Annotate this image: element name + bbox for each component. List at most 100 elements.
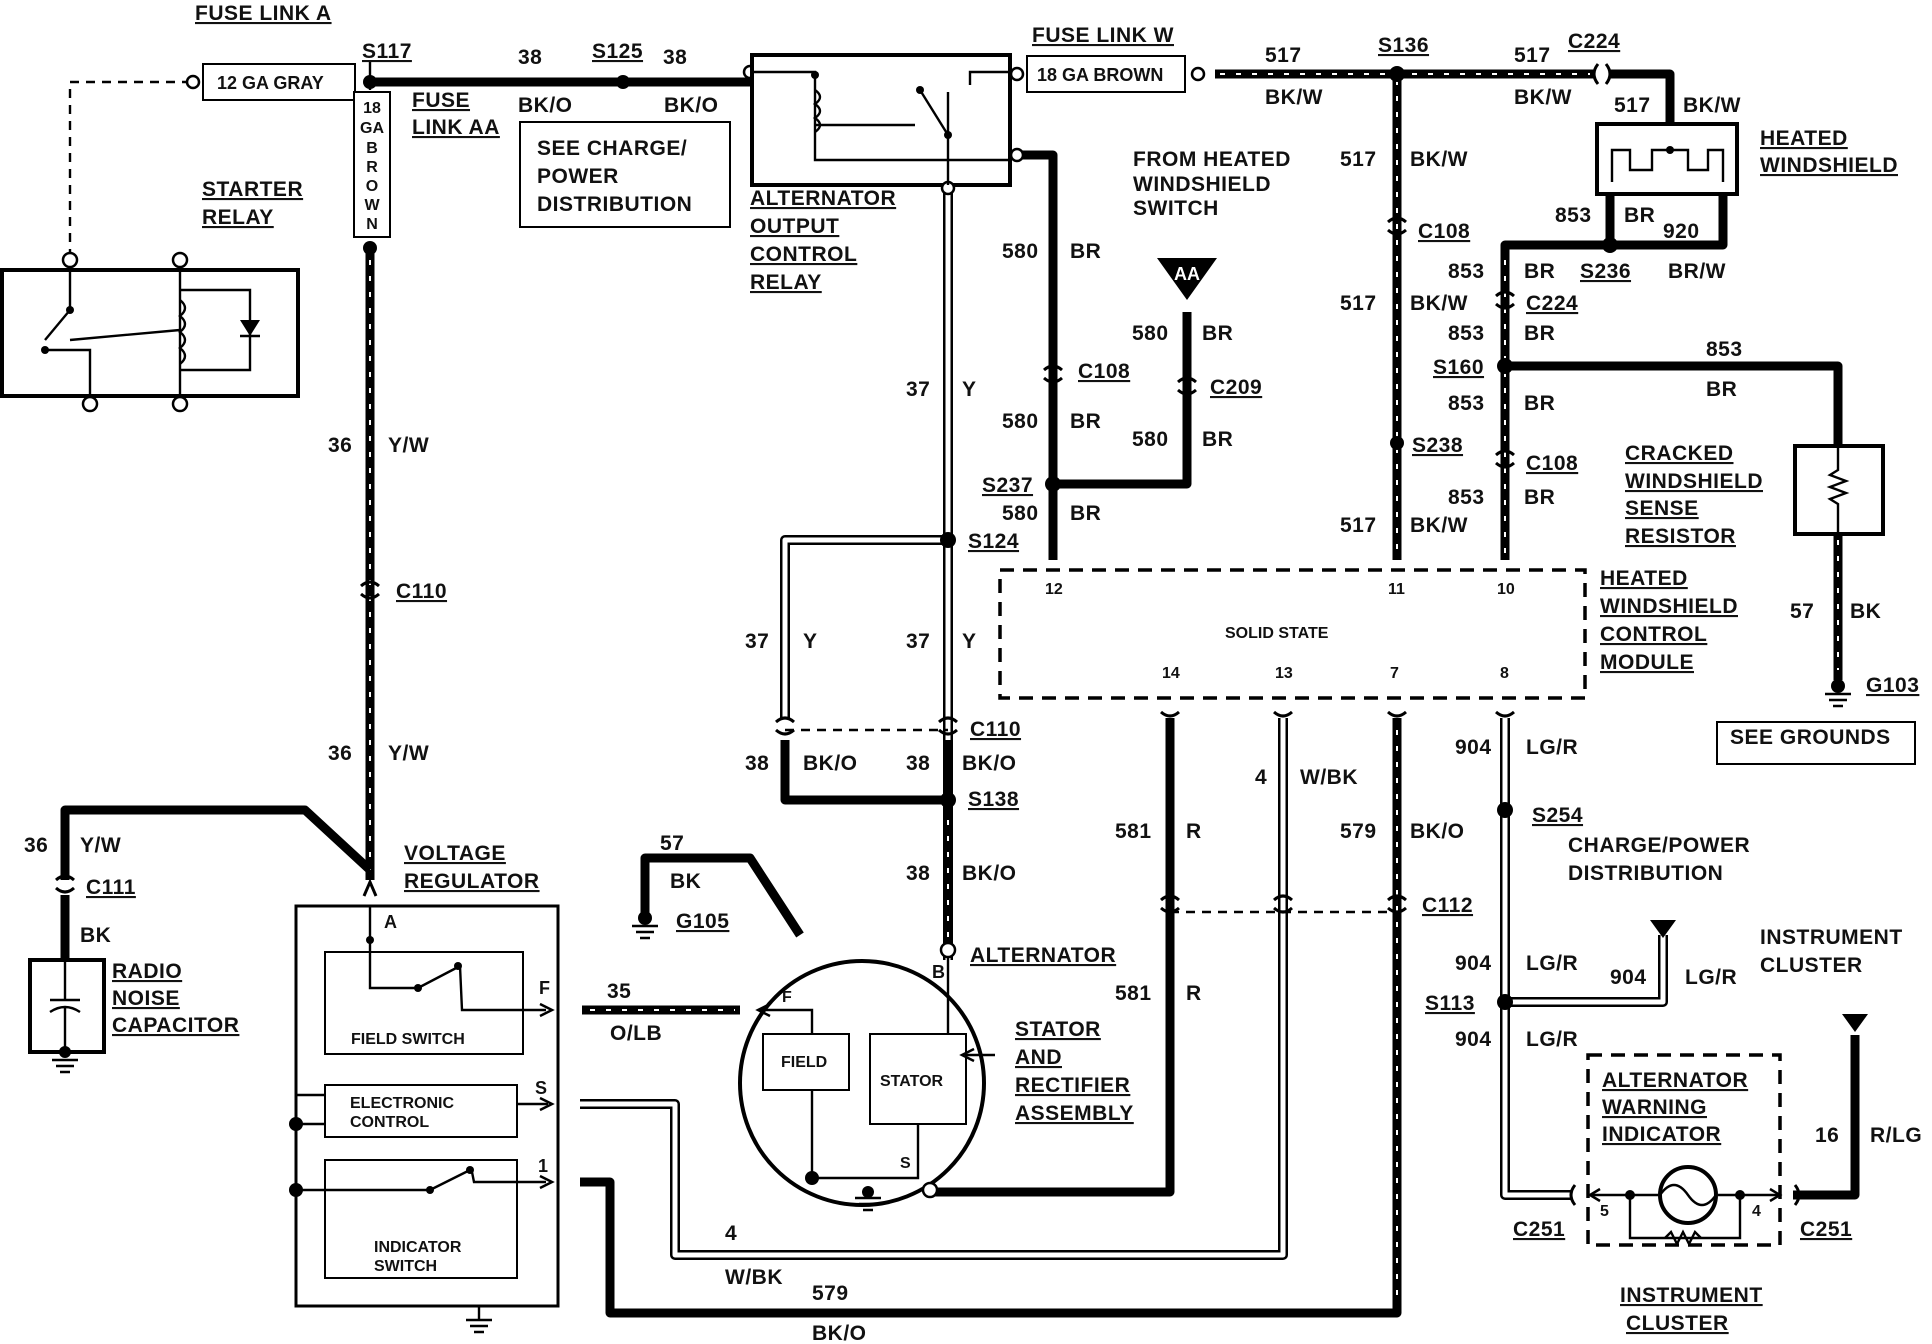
wire-label-circuit: 36 [328,434,352,457]
arrow-icon [755,1002,771,1018]
wire-label-color: Y/W [80,834,121,857]
wire-label-color: Y [962,630,977,653]
resistor-icon [1826,448,1850,532]
splice-s160-dot [1497,358,1513,374]
wire-853-resistor [1505,361,1843,448]
splice-s117: S117 [362,40,412,63]
wire-label-color: BK/O [1410,820,1465,843]
starter-relay-terminal [61,251,79,269]
alternator-s-terminal [921,1181,939,1199]
wire-label-color: BK/O [812,1322,867,1344]
wire-label-color: BR/W [1668,260,1726,283]
wire-label-color: BR [1524,260,1555,283]
wire-label-circuit: 36 [24,834,48,857]
top-row-labels: S117 38 BK/O S125 38 BK/O SEE CHARGE/ PO… [362,40,731,228]
starter-relay-label-2: RELAY [202,206,274,229]
module-label-1: HEATED [1600,567,1688,590]
wire-label-circuit: 16 [1815,1124,1839,1147]
field-box [762,1033,850,1091]
wire-label-color: BK/O [518,94,573,117]
wire-label-circuit: 579 [812,1282,849,1305]
radio-label-3: CAPACITOR [112,1014,239,1037]
wire-label-circuit: 517 [1340,514,1377,537]
relay-contact [811,71,819,79]
field-label: FIELD [781,1054,827,1071]
instrument-cluster-label-2: CLUSTER [1760,954,1863,977]
alternator-label: ALTERNATOR [970,944,1116,967]
vreg-node [454,962,462,970]
splice-s238-dot [1390,436,1404,450]
wire-label-color: W/BK [1300,766,1358,789]
indicator-switch-box [324,1159,518,1279]
c110-connector-icon [938,716,958,736]
resistor-icon [1664,1229,1702,1247]
connector-c251: C251 [1513,1218,1565,1241]
field-switch-label: FIELD SWITCH [351,1031,465,1048]
c224-connector-icon [1495,290,1515,310]
wire-label-color: BK [80,924,111,947]
wire-label-circuit: 853 [1706,338,1743,361]
charge-power-label-1: CHARGE/POWER [1568,834,1750,857]
stator-box [869,1033,967,1125]
wire-label-circuit: 4 [725,1222,737,1245]
fuse-link-aa-title-1: FUSE [412,89,470,112]
wire-label-color: BR [1524,486,1555,509]
arrow-icon [539,1174,555,1190]
circuit-37-38-section: 37 Y S124 37 Y 37 Y C110 38 BK/O 38 BK/O… [745,378,1021,885]
vreg-label-1: VOLTAGE [404,842,506,865]
c112-connector-icons [1160,894,1407,914]
wire-57-g105 [640,853,804,938]
fuse-link-a: FUSE LINK A 12 GA GRAY [185,2,356,101]
starter-relay-contact [66,306,74,314]
vreg-terminal-a [362,878,378,897]
wire-label-circuit: 580 [1132,322,1169,345]
vreg-label-2: REGULATOR [404,870,540,893]
wire-label-color: R [1186,820,1202,843]
fuse-link-aa-title-2: LINK AA [412,116,500,139]
relay-label-3: CONTROL [750,243,857,266]
ic-arrow-icon [1650,920,1676,938]
splice-s138-dot [940,792,956,808]
connector-c224: C224 [1568,30,1620,53]
module-label-2: WINDSHIELD [1600,595,1738,618]
relay-terminal [1009,147,1025,163]
wire-label-color: BK [670,870,701,893]
cracked-label-1: CRACKED [1625,442,1734,465]
wire-label-color: BK/W [1514,86,1572,109]
wire-label-circuit: 38 [906,752,930,775]
wire-label-color: BR [1070,502,1101,525]
wire-label-color: R [1186,982,1202,1005]
wire-label-circuit: 38 [518,46,542,69]
warning-pin-5: 5 [1600,1203,1609,1220]
instrument-cluster-box [1586,1053,1782,1247]
connector-c112: C112 [1422,894,1473,917]
wire-label-color: BR [1706,378,1737,401]
fuse-link-a-box [202,63,356,101]
ground-icon [632,924,658,940]
wire-label-color: Y [962,378,977,401]
stator-asm-label-4: ASSEMBLY [1015,1102,1134,1125]
fuse-link-a-label: 12 GA GRAY [217,73,324,93]
fuse-link-aa-char: N [366,216,378,233]
wire-label-circuit: 581 [1115,820,1152,843]
wire-label-color: LG/R [1526,952,1578,975]
warning-label-1: ALTERNATOR [1602,1069,1748,1092]
module-pin-12: 12 [1045,581,1063,598]
wire-label-color: BK/W [1410,292,1468,315]
solid-state-label: SOLID STATE [1225,625,1329,642]
wire-label-color: BK/O [803,752,858,775]
lamp-filament-icon [1659,1183,1717,1207]
relay-label-2: OUTPUT [750,215,839,238]
alternator-s-label: S [900,1155,911,1172]
wire-label-circuit: 38 [663,46,687,69]
stator-wiring [812,958,995,1180]
ground-icon [1825,692,1851,708]
splice-s136: S136 [1378,34,1429,57]
wire-16-rlg [1793,1035,1860,1200]
relay-contact [916,86,924,94]
splice-s236: S236 [1580,260,1631,283]
splice-s254: S254 [1532,804,1583,827]
from-switch-label-2: WINDSHIELD [1133,173,1271,196]
connector-c108: C108 [1526,452,1578,475]
see-charge-label-3: DISTRIBUTION [537,193,692,216]
